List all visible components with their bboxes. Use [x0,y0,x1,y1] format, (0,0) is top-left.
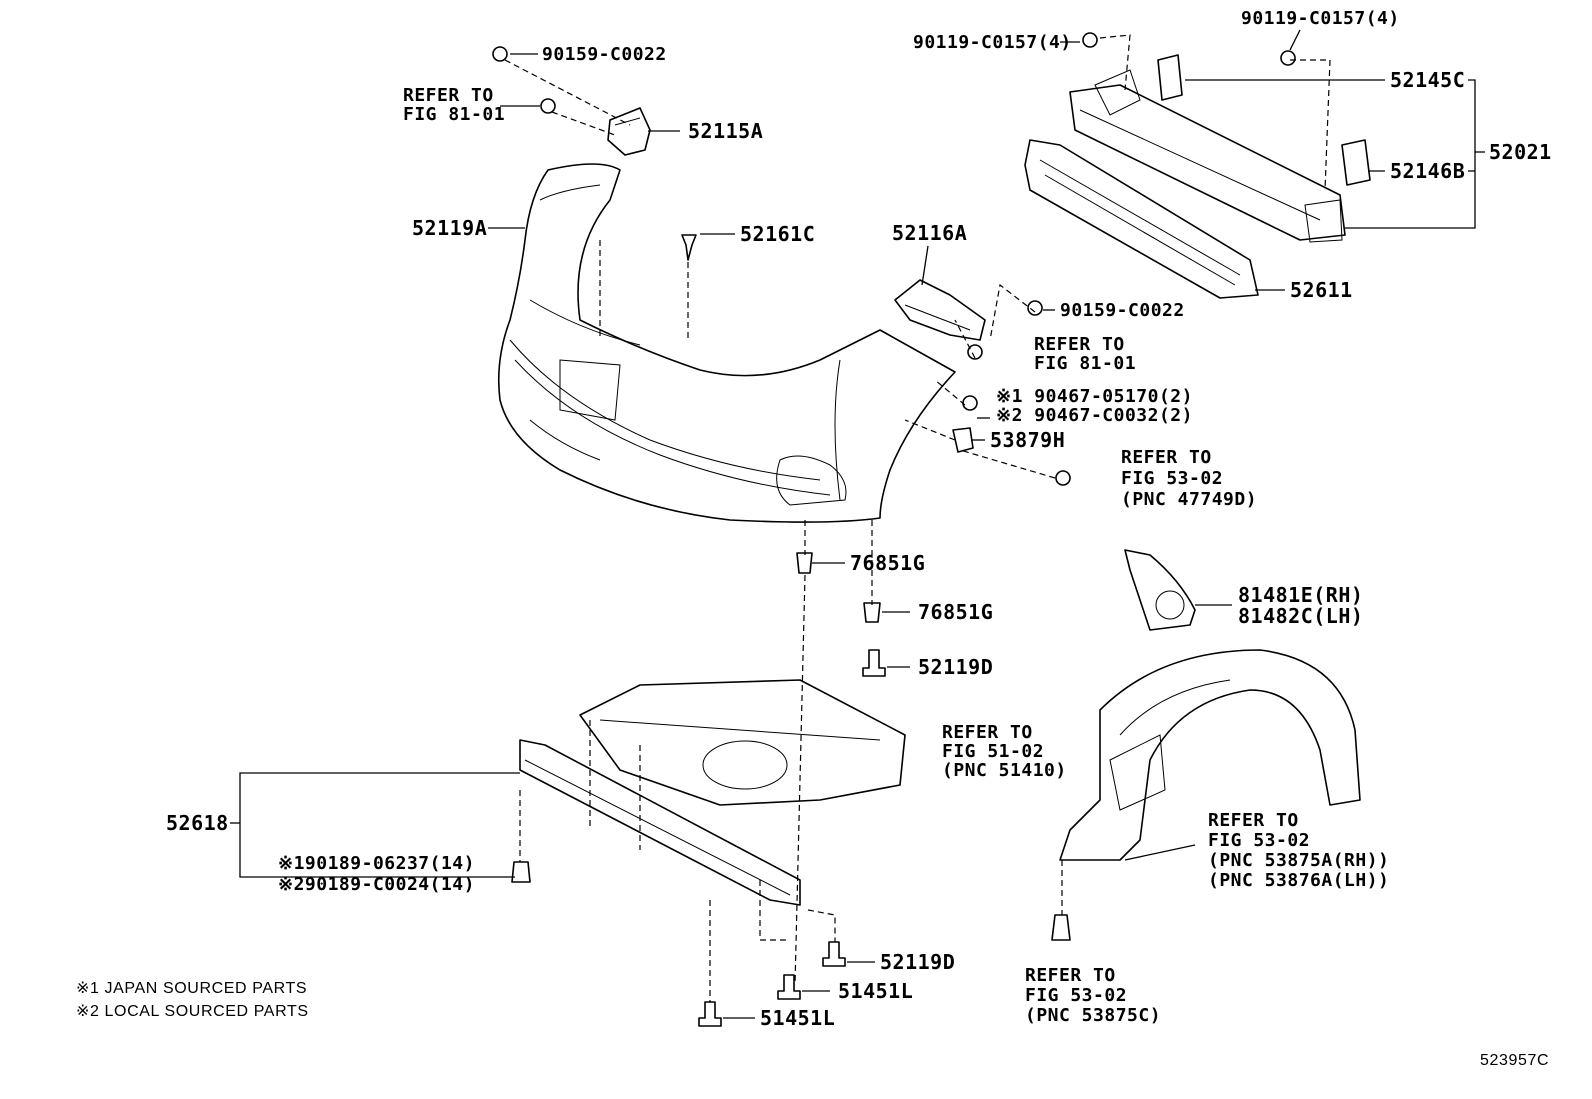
bolt-icon [698,1001,722,1027]
label-52161c: 52161C [740,222,815,246]
label-52119d-a: 52119D [918,655,993,679]
label-refer53-b-2: FIG 53-02 [1208,830,1310,851]
plate-52145c-drawing [1157,54,1183,101]
label-refer51-3: (PNC 51410) [942,760,1067,781]
label-52116a: 52116A [892,221,967,245]
reinforcement-52021-drawing [1069,69,1346,243]
label-52119a: 52119A [412,216,487,240]
label-52146b: 52146B [1390,159,1465,183]
label-53879h: 53879H [990,428,1065,452]
label-refer53-a-1: REFER TO [1121,447,1212,468]
clip-icon [681,234,697,261]
clip-icon [796,552,813,574]
label-52115a: 52115A [688,119,763,143]
figure-id: 523957C [1480,1052,1549,1069]
label-90159-top: 90159-C0022 [542,44,667,65]
clip-icon [863,602,881,623]
under-cover-drawing [519,679,906,906]
label-90189-1: ※190189-06237(14) [278,853,475,874]
label-51451l-a: 51451L [838,979,913,1003]
note-local-sourced: ※2 LOCAL SOURCED PARTS [76,1003,309,1020]
assembly-dashed-lines [504,34,1331,1002]
label-refer53-c-2: FIG 53-02 [1025,985,1127,1006]
bolt-icon [540,98,556,114]
label-90467-2: ※2 90467-C0032(2) [996,405,1193,426]
bolt-icon [967,344,983,360]
label-refer53-b-4: (PNC 53876A(LH)) [1208,870,1389,891]
fender-liner-drawing [1059,649,1361,861]
fog-cover-drawing [1124,549,1196,631]
bolt-icon [492,46,508,62]
bolt-icon [1280,50,1296,66]
clip-icon [511,861,531,883]
label-81481e: 81481E(RH) [1238,583,1363,607]
label-refer53-a-2: FIG 53-02 [1121,468,1223,489]
label-refer81-mid-2: FIG 81-01 [1034,353,1136,374]
label-81482c: 81482C(LH) [1238,604,1363,628]
leader-lines [230,29,1485,1019]
label-90189-2: ※290189-C0024(14) [278,874,475,895]
label-90467-1: ※1 90467-05170(2) [996,386,1193,407]
clip-icon [1051,914,1071,941]
label-refer53-c-1: REFER TO [1025,965,1116,986]
label-refer81-mid-1: REFER TO [1034,334,1125,355]
label-76851g-b: 76851G [918,600,993,624]
label-refer51-1: REFER TO [942,722,1033,743]
bolt-icon [1082,32,1098,48]
label-52145c: 52145C [1390,68,1465,92]
bracket-52115a-drawing [607,107,651,156]
label-refer53-a-3: (PNC 47749D) [1121,489,1257,510]
note-japan-sourced: ※1 JAPAN SOURCED PARTS [76,980,307,997]
label-52021: 52021 [1489,140,1552,164]
label-refer53-b-1: REFER TO [1208,810,1299,831]
label-52611: 52611 [1290,278,1353,302]
absorber-52611-drawing [1024,139,1259,299]
label-refer81-top-2: FIG 81-01 [403,104,505,125]
plate-52146b-drawing [1341,139,1371,186]
label-76851g-a: 76851G [850,551,925,575]
label-90159-mid: 90159-C0022 [1060,300,1185,321]
nut-icon [962,395,978,411]
screw-icon [1055,470,1071,486]
callout-labels: 90159-C0022 REFER TO FIG 81-01 52115A 52… [76,8,1552,1069]
label-51451l-b: 51451L [760,1006,835,1030]
fastener-icons [492,32,1296,1027]
label-refer53-b-3: (PNC 53875A(RH)) [1208,850,1389,871]
bolt-icon [862,649,886,677]
bolt-icon [822,941,846,967]
label-90119-left: 90119-C0157(4) [913,32,1072,53]
bolt-icon [777,974,801,1000]
bracket-52116a-drawing [894,279,986,341]
label-52119d-b: 52119D [880,950,955,974]
clip-icon [952,427,974,453]
label-refer81-top-1: REFER TO [403,85,494,106]
label-refer53-c-3: (PNC 53875C) [1025,1005,1161,1026]
label-refer51-2: FIG 51-02 [942,741,1044,762]
label-90119-right: 90119-C0157(4) [1241,8,1400,29]
bolt-icon [1027,300,1043,316]
bumper-cover-drawing [497,163,956,523]
label-52618: 52618 [166,811,229,835]
